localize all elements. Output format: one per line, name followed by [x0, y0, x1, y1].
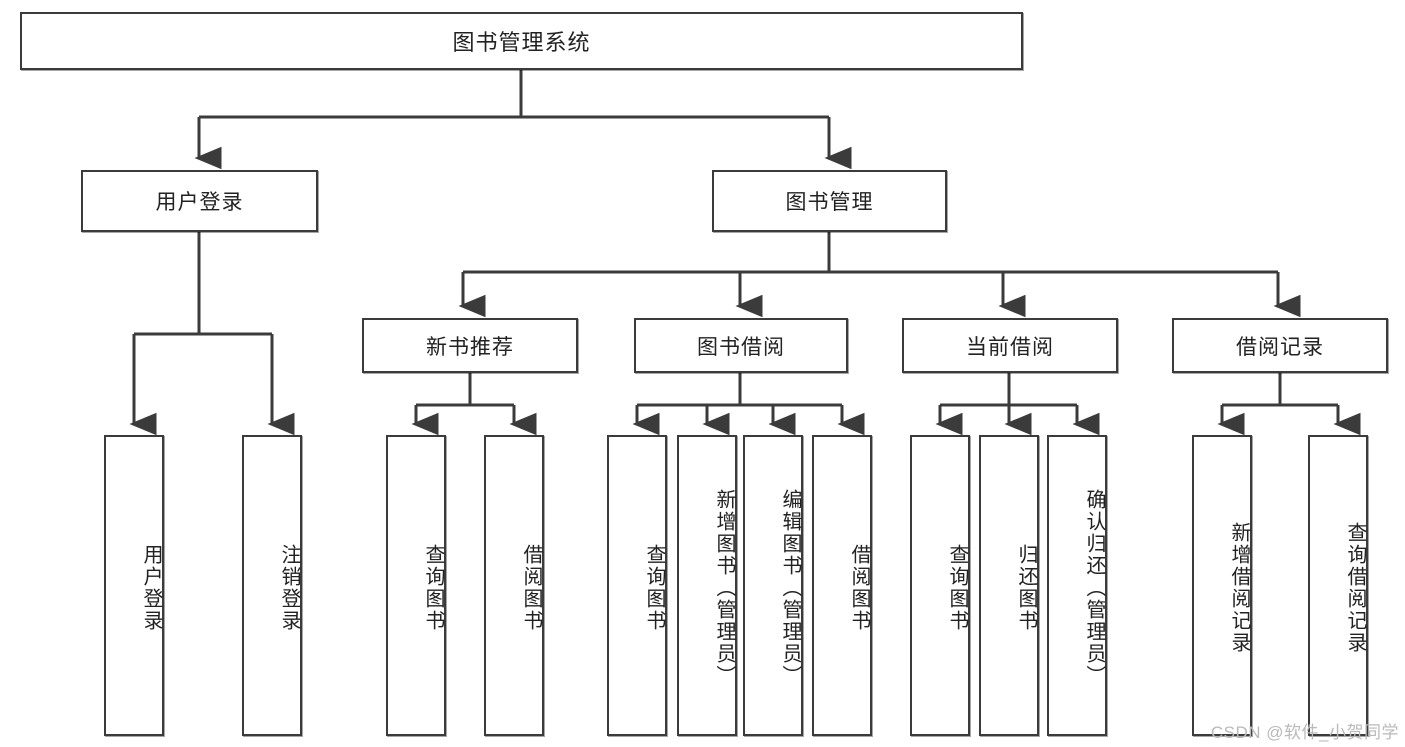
node-leaf-query-borrow-record-label: 查询借阅记录	[1344, 521, 1366, 654]
node-leaf-borrow-book[interactable]: 借阅图书	[812, 435, 872, 736]
node-root[interactable]: 图书管理系统	[20, 12, 1023, 70]
node-leaf-query-book-rec[interactable]: 查询图书	[386, 435, 446, 736]
node-leaf-query-book-rec-label: 查询图书	[422, 543, 444, 632]
node-leaf-add-borrow-record-label: 新增借阅记录	[1228, 521, 1250, 654]
node-leaf-borrow-book-label: 借阅图书	[848, 543, 870, 632]
node-leaf-edit-book-admin[interactable]: 编辑图书（管理员）	[743, 435, 803, 736]
node-leaf-query-book-current-label: 查询图书	[946, 543, 968, 632]
node-borrow-record[interactable]: 借阅记录	[1172, 318, 1388, 373]
node-user-login-label: 用户登录	[155, 191, 244, 214]
node-leaf-query-book-current[interactable]: 查询图书	[910, 435, 970, 736]
node-book-borrow[interactable]: 图书借阅	[634, 318, 848, 373]
csdn-watermark: CSDN @软件_小贺同学	[1210, 723, 1399, 742]
node-leaf-return-book-label: 归还图书	[1015, 543, 1037, 632]
node-leaf-confirm-return-admin[interactable]: 确认归还（管理员）	[1047, 435, 1107, 736]
node-leaf-edit-book-admin-label: 编辑图书（管理员）	[779, 488, 801, 687]
node-borrow-record-label: 借阅记录	[1236, 335, 1324, 359]
node-leaf-query-book-borrow-label: 查询图书	[643, 543, 665, 632]
node-leaf-logout[interactable]: 注销登录	[242, 435, 302, 736]
node-leaf-add-book-admin-label: 新增图书（管理员）	[713, 488, 735, 687]
node-new-book-rec-label: 新书推荐	[426, 335, 514, 359]
node-new-book-rec[interactable]: 新书推荐	[362, 318, 578, 373]
node-book-manage[interactable]: 图书管理	[712, 170, 947, 232]
node-user-login[interactable]: 用户登录	[81, 170, 318, 232]
node-leaf-add-borrow-record[interactable]: 新增借阅记录	[1192, 435, 1252, 736]
node-leaf-user-login-label: 用户登录	[140, 543, 162, 632]
node-leaf-add-book-admin[interactable]: 新增图书（管理员）	[677, 435, 737, 736]
node-leaf-confirm-return-admin-label: 确认归还（管理员）	[1083, 488, 1105, 687]
node-book-manage-label: 图书管理	[785, 191, 874, 214]
node-book-borrow-label: 图书借阅	[697, 335, 785, 359]
node-leaf-logout-label: 注销登录	[278, 543, 300, 632]
node-leaf-query-borrow-record[interactable]: 查询借阅记录	[1308, 435, 1368, 736]
node-leaf-return-book[interactable]: 归还图书	[979, 435, 1039, 736]
node-leaf-query-book-borrow[interactable]: 查询图书	[607, 435, 667, 736]
node-root-label: 图书管理系统	[452, 30, 591, 55]
node-leaf-user-login[interactable]: 用户登录	[104, 435, 164, 736]
node-current-borrow[interactable]: 当前借阅	[902, 318, 1118, 373]
node-leaf-borrow-book-rec-label: 借阅图书	[520, 543, 542, 632]
node-current-borrow-label: 当前借阅	[966, 335, 1054, 359]
node-leaf-borrow-book-rec[interactable]: 借阅图书	[484, 435, 544, 736]
